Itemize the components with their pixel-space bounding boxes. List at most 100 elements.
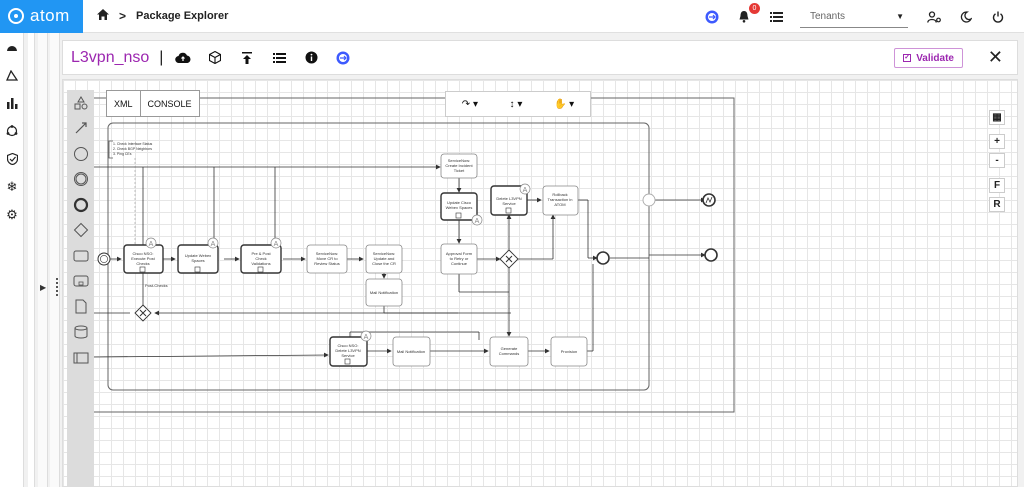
end-event[interactable]	[596, 251, 610, 265]
svg-text:Spaces: Spaces	[191, 258, 204, 263]
left-nav: ❄ ⚙	[0, 33, 24, 487]
task-servicenow-close[interactable]: ServiceNow: Update and Close the CR	[365, 244, 403, 274]
validate-label: Validate	[916, 52, 954, 64]
topology-icon[interactable]	[0, 117, 24, 145]
notification-badge: 0	[749, 2, 760, 14]
xml-tab[interactable]: XML	[114, 98, 133, 109]
task-servicenow-incident[interactable]: ServiceNow: Create Incident Ticket	[440, 153, 478, 179]
atom-logo-icon	[8, 8, 24, 24]
list-icon[interactable]	[267, 46, 291, 70]
user-settings-icon[interactable]	[924, 7, 944, 27]
task-mail-notification-2[interactable]: Mail Notification	[392, 336, 431, 367]
package-title: L3vpn_nso	[71, 48, 150, 66]
svg-text:Provision: Provision	[561, 349, 577, 354]
hand-icon[interactable]: ✋ ▾	[553, 98, 575, 110]
end-event-2[interactable]	[704, 248, 718, 262]
fit-button[interactable]: F	[989, 178, 1005, 193]
reset-button[interactable]: R	[989, 197, 1005, 212]
close-icon[interactable]: ✕	[987, 47, 1003, 67]
end-event-tool-icon[interactable]	[67, 192, 94, 218]
connect-tool-icon[interactable]	[67, 116, 94, 142]
bpmn-logo-icon[interactable]	[331, 46, 355, 70]
task-cisco-nso-delete[interactable]: Cisco NSO: Delete L3VPN Service A	[329, 330, 372, 367]
cloud-upload-icon[interactable]	[171, 46, 195, 70]
task-pre-post-check[interactable]: Pre & Post Check Validations A	[240, 237, 282, 274]
svg-text:ServiceNow:: ServiceNow:	[448, 158, 470, 163]
zoom-in-button[interactable]: +	[989, 134, 1005, 149]
exclusive-gateway[interactable]	[134, 304, 152, 322]
svg-text:Service: Service	[502, 201, 516, 206]
start-event-tool-icon[interactable]	[67, 141, 94, 167]
bell-icon[interactable]: 0	[734, 2, 760, 27]
flow-label: Post-Checks	[145, 283, 168, 288]
home-icon[interactable]	[97, 9, 109, 23]
data-object-tool-icon[interactable]	[67, 294, 94, 320]
svg-text:Update Webex: Update Webex	[185, 253, 211, 258]
subprocess-tool-icon[interactable]	[67, 269, 94, 295]
timer-start-event[interactable]	[97, 252, 111, 266]
task-tool-icon[interactable]	[67, 243, 94, 269]
chevron-down-icon: ▼	[896, 11, 904, 21]
svg-text:Ticket: Ticket	[454, 168, 465, 173]
breadcrumb-separator: >	[119, 9, 127, 23]
devices-icon[interactable]	[0, 61, 24, 89]
task-update-cisco-webex[interactable]: Update Cisco Webex Spaces A	[440, 192, 483, 226]
task-update-webex[interactable]: Update Webex Spaces A	[177, 237, 219, 274]
data-store-tool-icon[interactable]	[67, 320, 94, 346]
gateway-tool-icon[interactable]	[67, 218, 94, 244]
task-rollback-transaction[interactable]: Rollback Transaction in ATOM	[542, 185, 579, 216]
zoom-out-button[interactable]: -	[989, 153, 1005, 168]
list-icon[interactable]	[766, 7, 786, 27]
moon-icon[interactable]	[956, 7, 976, 27]
collapsed-panel[interactable]	[38, 33, 48, 487]
distribute-icon[interactable]: ↕ ▾	[509, 98, 523, 110]
info-icon[interactable]	[299, 46, 323, 70]
collapsed-panel-secondary[interactable]	[50, 33, 60, 487]
svg-text:to Retry or: to Retry or	[450, 256, 469, 261]
task-provision[interactable]: Provision	[550, 336, 588, 367]
pool-tool-icon[interactable]	[67, 345, 94, 371]
power-icon[interactable]	[988, 7, 1008, 27]
svg-text:ServiceNow:: ServiceNow:	[373, 251, 395, 256]
task-generate-commands[interactable]: Generate Commands	[489, 336, 529, 367]
bpmn-logo-icon[interactable]	[702, 7, 722, 27]
intermediate-event-tool-icon[interactable]	[67, 167, 94, 193]
tenant-select[interactable]: Tenants ▼	[800, 6, 908, 28]
svg-text:Checks: Checks	[136, 261, 149, 266]
gear-icon[interactable]: ⚙	[6, 207, 18, 222]
task-servicenow-review[interactable]: ServiceNow: Move CR to Review Status	[306, 244, 348, 274]
task-cisco-nso-post-checks[interactable]: Cisco NSO: Execute Post Checks A	[123, 237, 164, 274]
bpmn-palette	[67, 90, 94, 487]
map-icon[interactable]: ▦	[989, 110, 1005, 125]
svg-text:Execute Post: Execute Post	[131, 256, 155, 261]
task-mail-notification[interactable]: Mail Notification	[365, 278, 403, 307]
upload-icon[interactable]	[235, 46, 259, 70]
brand-logo[interactable]: atom	[0, 0, 83, 33]
task-delete-l3vpn[interactable]: Delete L3VPN Service A	[490, 183, 531, 216]
dashboard-icon[interactable]	[0, 33, 24, 61]
connect-icon[interactable]: ↷ ▾	[461, 98, 478, 110]
validate-button[interactable]: ✓ Validate	[894, 48, 963, 68]
svg-text:Check: Check	[255, 256, 266, 261]
annotation-line-3: 3. Ping CEs	[113, 152, 132, 156]
cube-icon[interactable]	[203, 46, 227, 70]
shapes-tool-icon[interactable]	[67, 90, 94, 116]
resize-handle[interactable]	[56, 278, 58, 296]
shield-icon[interactable]	[0, 145, 24, 173]
svg-text:A: A	[149, 241, 154, 248]
checkbox-icon: ✓	[903, 54, 912, 62]
expand-panel-icon[interactable]: ▶	[40, 283, 47, 292]
exclusive-gateway-2[interactable]	[499, 249, 519, 269]
console-tab[interactable]: CONSOLE	[139, 91, 199, 116]
bpmn-canvas[interactable]	[62, 79, 1018, 487]
snowflake-icon[interactable]: ❄	[6, 179, 18, 194]
chart-icon[interactable]	[0, 89, 24, 117]
top-right-actions: 0 Tenants ▼	[696, 0, 1014, 33]
task-approval-form[interactable]: Approval Form to Retry or Continue	[440, 243, 478, 275]
svg-text:Rollback: Rollback	[552, 192, 567, 197]
intermediate-event[interactable]	[642, 193, 656, 207]
svg-text:Close the CR: Close the CR	[372, 261, 396, 266]
svg-text:Service: Service	[341, 353, 355, 358]
svg-text:Mail Notification: Mail Notification	[370, 290, 398, 295]
